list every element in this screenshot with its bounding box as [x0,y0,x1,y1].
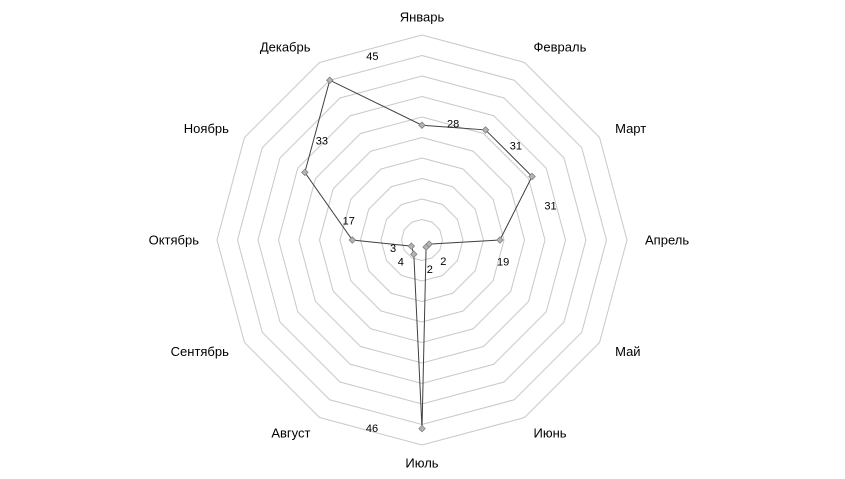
data-point-3 [528,172,536,181]
data-point-12 [325,76,334,84]
data-point-9 [407,242,416,250]
data-point-2 [481,126,490,134]
category-label-7: Июль [405,456,438,471]
category-label-1: Январь [400,10,445,25]
data-point-10 [348,236,357,244]
category-label-10: Октябрь [149,233,200,248]
category-label-3: Март [615,121,646,136]
category-label-9: Сентябрь [171,344,229,359]
grid-ring-7 [277,95,567,385]
series-line [304,79,533,429]
category-label-12: Декабрь [260,39,311,54]
data-point-1 [418,121,426,129]
series-layer [301,76,536,433]
data-label-4: 19 [497,257,509,269]
label-layer: 28 31 31 19 22 46 43 17 33 45 ЯнварьФевральМартАпр… [149,10,690,471]
data-label-3: 31 [544,200,556,212]
data-point-11 [301,168,309,177]
data-label-1: 28 [447,118,459,130]
grid-layer [216,34,628,446]
category-label-4: Апрель [645,233,689,248]
grid-ring-6 [298,116,546,364]
data-point-8 [410,250,418,258]
grid-ring-1 [400,218,444,262]
data-label-9: 3 [390,243,396,255]
data-label-12: 45 [366,51,378,63]
category-label-6: Июнь [534,426,567,441]
data-label-7: 46 [366,423,378,435]
data-point-4 [496,236,504,244]
data-point-7 [418,424,426,433]
grid-ring-9 [236,54,608,426]
category-label-8: Август [271,426,310,441]
grid-ring-10 [216,34,628,446]
category-label-2: Февраль [534,39,587,54]
grid-ring-2 [380,198,464,282]
category-label-11: Ноябрь [184,121,229,136]
data-label-11: 33 [316,135,328,147]
data-label-10: 17 [343,216,355,228]
data-label-2: 31 [510,141,522,153]
data-label-5: 2 [440,256,446,268]
data-label-6: 2 [427,264,433,276]
data-label-8: 4 [398,256,404,268]
data-point-6 [422,243,430,251]
category-label-5: Май [615,344,640,359]
grid-ring-8 [257,75,587,405]
grid-ring-3 [359,177,485,303]
grid-ring-5 [318,136,526,344]
grid-ring-4 [339,157,505,323]
